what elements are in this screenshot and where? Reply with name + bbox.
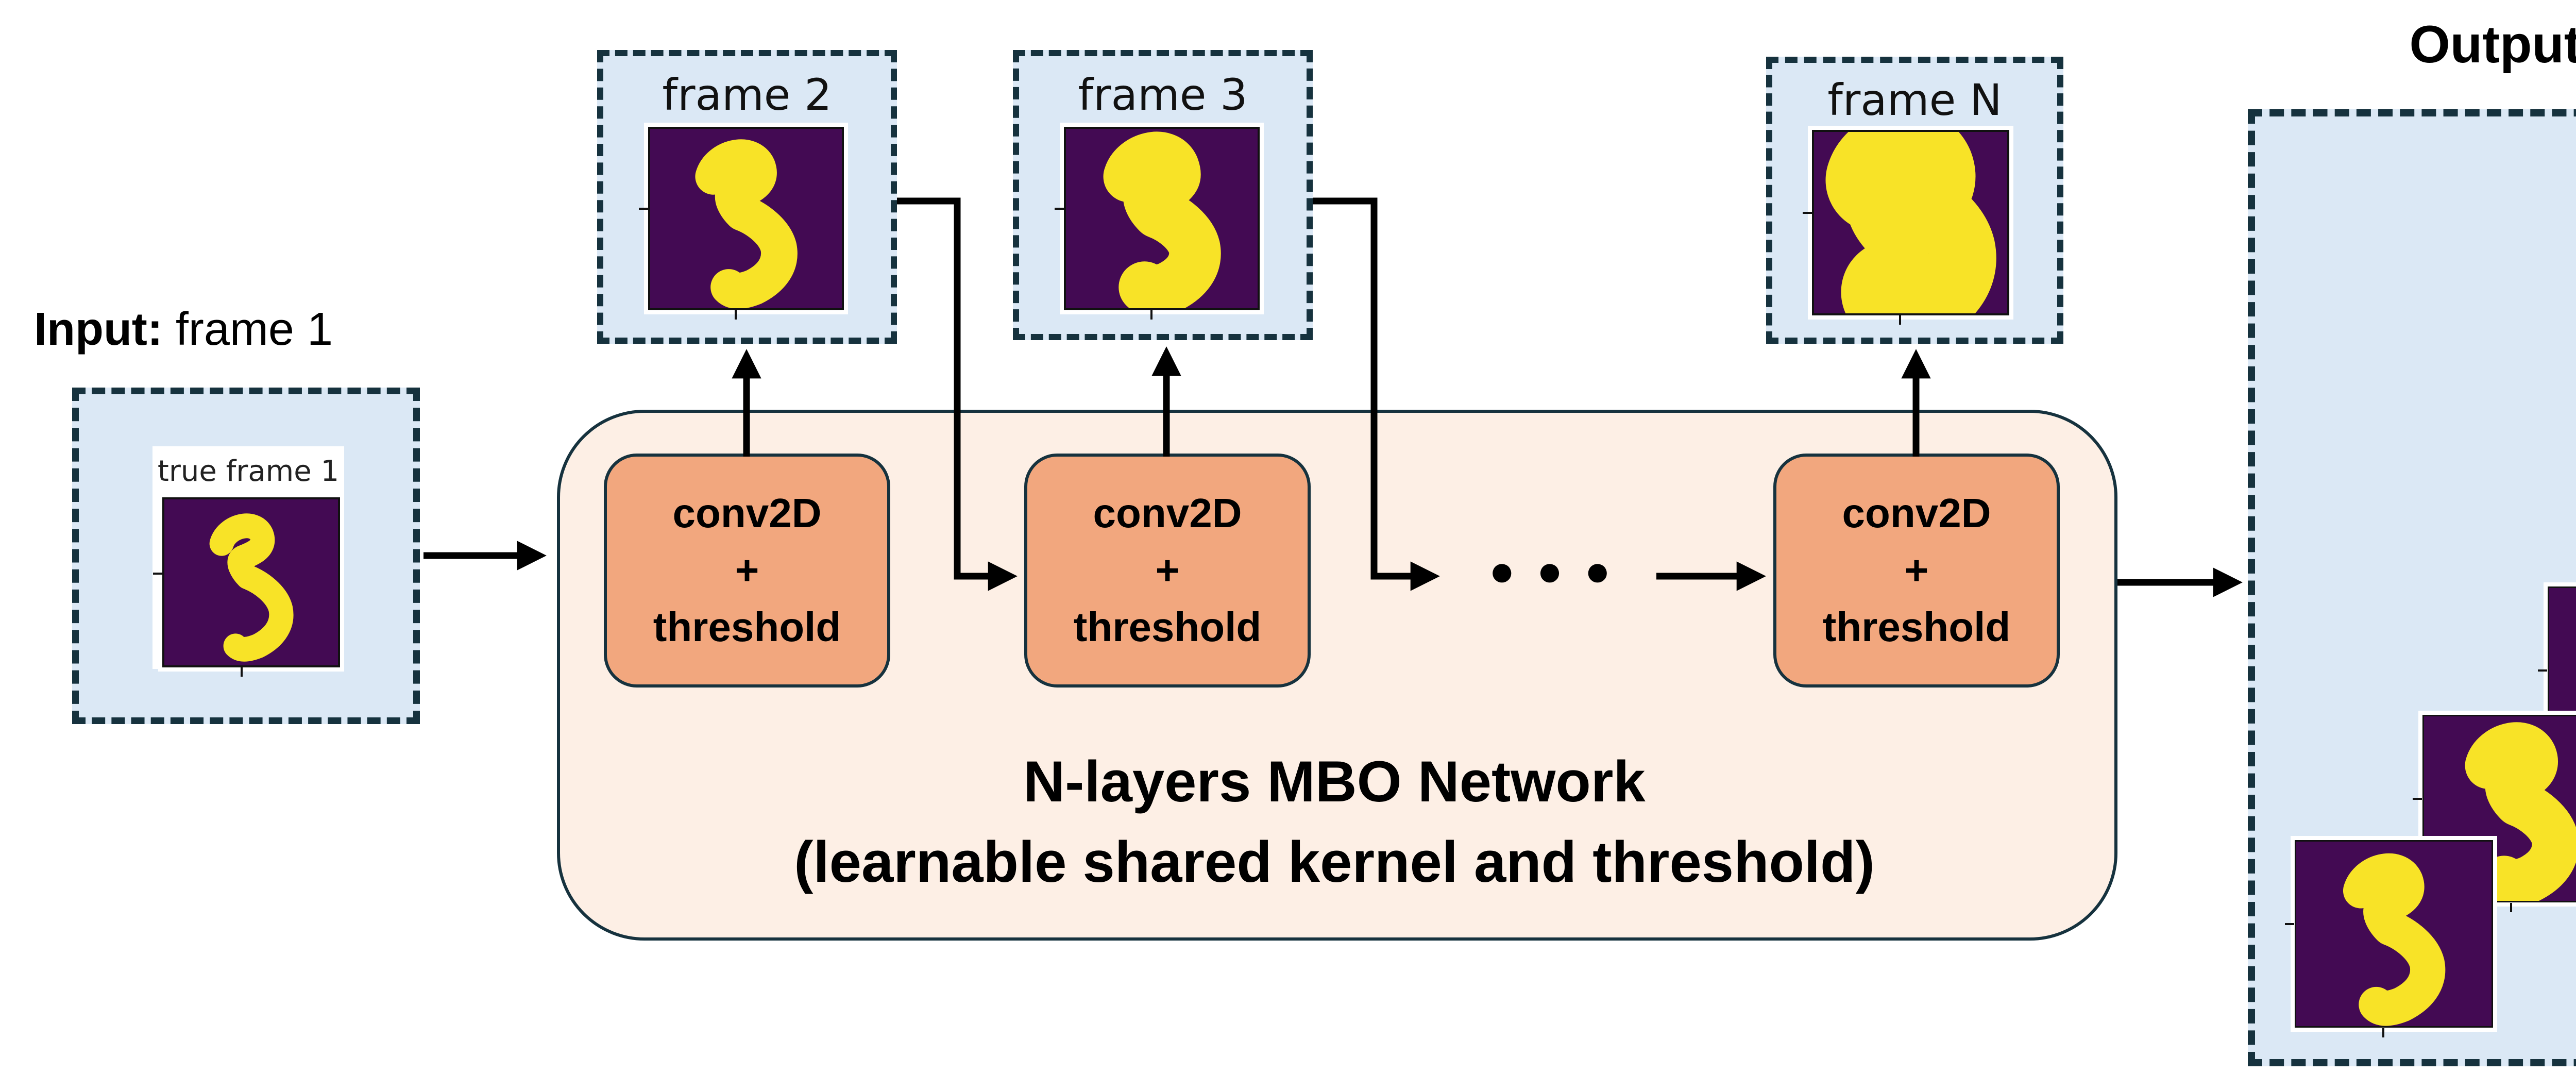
input-label-rest: frame 1 [162, 304, 333, 355]
frame-3-title: frame 3 [1078, 70, 1248, 120]
frame-3-image [1055, 127, 1260, 320]
conv-block-line: threshold [653, 604, 841, 650]
conv-block-line: conv2D [1842, 490, 1991, 536]
conv-block-2: conv2D + threshold [1024, 454, 1311, 688]
segmentation-blob-svg [650, 129, 842, 308]
frame-n-title: frame N [1827, 75, 2002, 125]
input-label-bold: Input: [34, 304, 163, 355]
frame-n-image [1803, 130, 2009, 325]
blob-shape [209, 513, 294, 662]
segmentation-blob-svg [164, 499, 338, 665]
blob-shape [1103, 131, 1221, 308]
conv-block-line: + [1904, 547, 1929, 593]
input-label: Input: frame 1 [34, 303, 333, 356]
conv-block-line: threshold [1822, 604, 2011, 650]
conv-block-line: conv2D [672, 490, 822, 536]
conv-block-line: + [735, 547, 759, 593]
blob-shape [695, 139, 798, 308]
frame-2-image [639, 127, 844, 320]
blob-shape [2465, 722, 2576, 901]
true-frame-title: true frame 1 [157, 455, 340, 488]
blob-shape [2343, 853, 2446, 1026]
conv-block-line: threshold [1073, 604, 1262, 650]
ellipsis-dots: ●●● [1488, 546, 1633, 595]
output-label-bold: Output: [2409, 15, 2576, 74]
network-title-line1: N-layers MBO Network [1023, 749, 1646, 814]
conv-block-line: conv2D [1093, 490, 1242, 536]
conv-block-line: + [1155, 547, 1180, 593]
network-title-line2: (learnable shared kernel and threshold) [794, 830, 1875, 894]
segmentation-blob-svg [1814, 132, 2007, 313]
output-label: Output: N-frames video [2248, 14, 2576, 75]
conv-block-1: conv2D + threshold [604, 454, 890, 688]
blob-shape [1825, 132, 1996, 313]
output-cascade-frame-1 [2285, 840, 2493, 1037]
segmentation-blob-svg [1066, 129, 1258, 308]
frame-2-title: frame 2 [662, 70, 832, 120]
true-frame-image [153, 497, 340, 677]
segmentation-blob-svg [2296, 842, 2492, 1026]
conv-block-3: conv2D + threshold [1773, 454, 2060, 688]
